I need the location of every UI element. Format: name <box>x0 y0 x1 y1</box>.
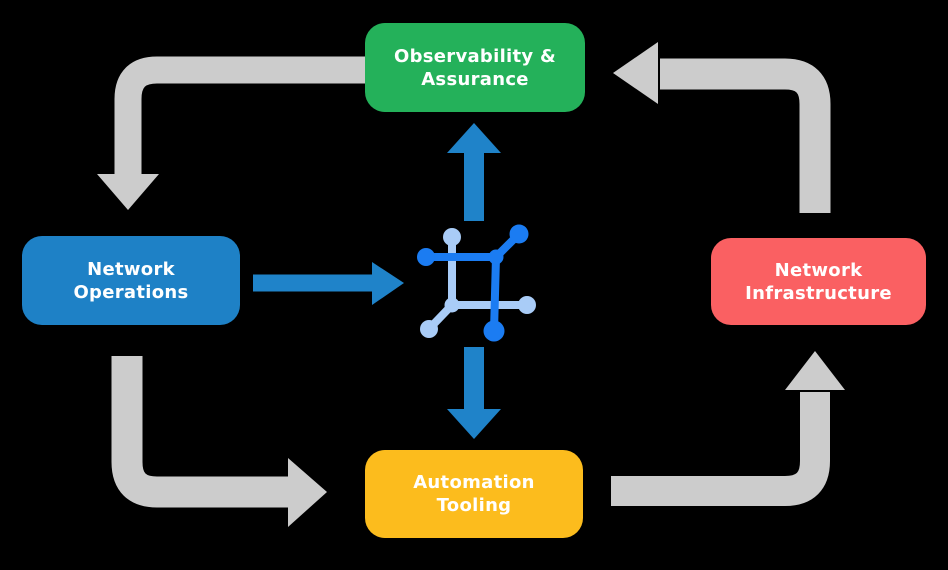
node-automation-tooling-label: Automation Tooling <box>413 472 535 516</box>
node-observability-assurance: Observability & Assurance <box>365 23 585 112</box>
arrow-center-to-observability <box>447 123 501 221</box>
arrow-automation-to-infrastructure <box>611 351 845 506</box>
node-network-infrastructure-label: Network Infrastructure <box>745 259 892 304</box>
network-mesh-icon-secondary <box>425 233 531 333</box>
network-mesh-icon-secondary-dots <box>420 228 536 338</box>
network-mesh-icon <box>417 224 536 342</box>
node-network-operations-label: Network Operations <box>73 258 189 303</box>
arrow-operations-to-center <box>253 262 404 305</box>
node-observability-assurance-label: Observability & Assurance <box>393 45 557 90</box>
node-network-operations: Network Operations <box>22 236 240 325</box>
node-network-infrastructure: Network Infrastructure <box>711 238 926 325</box>
network-mesh-icon-primary-dots <box>417 224 529 342</box>
arrow-infrastructure-to-observability <box>613 42 831 213</box>
arrow-observability-to-operations <box>97 56 378 210</box>
arrow-operations-to-automation <box>111 356 327 527</box>
arrow-center-to-automation <box>447 347 501 439</box>
node-automation-tooling: Automation Tooling <box>365 450 583 538</box>
